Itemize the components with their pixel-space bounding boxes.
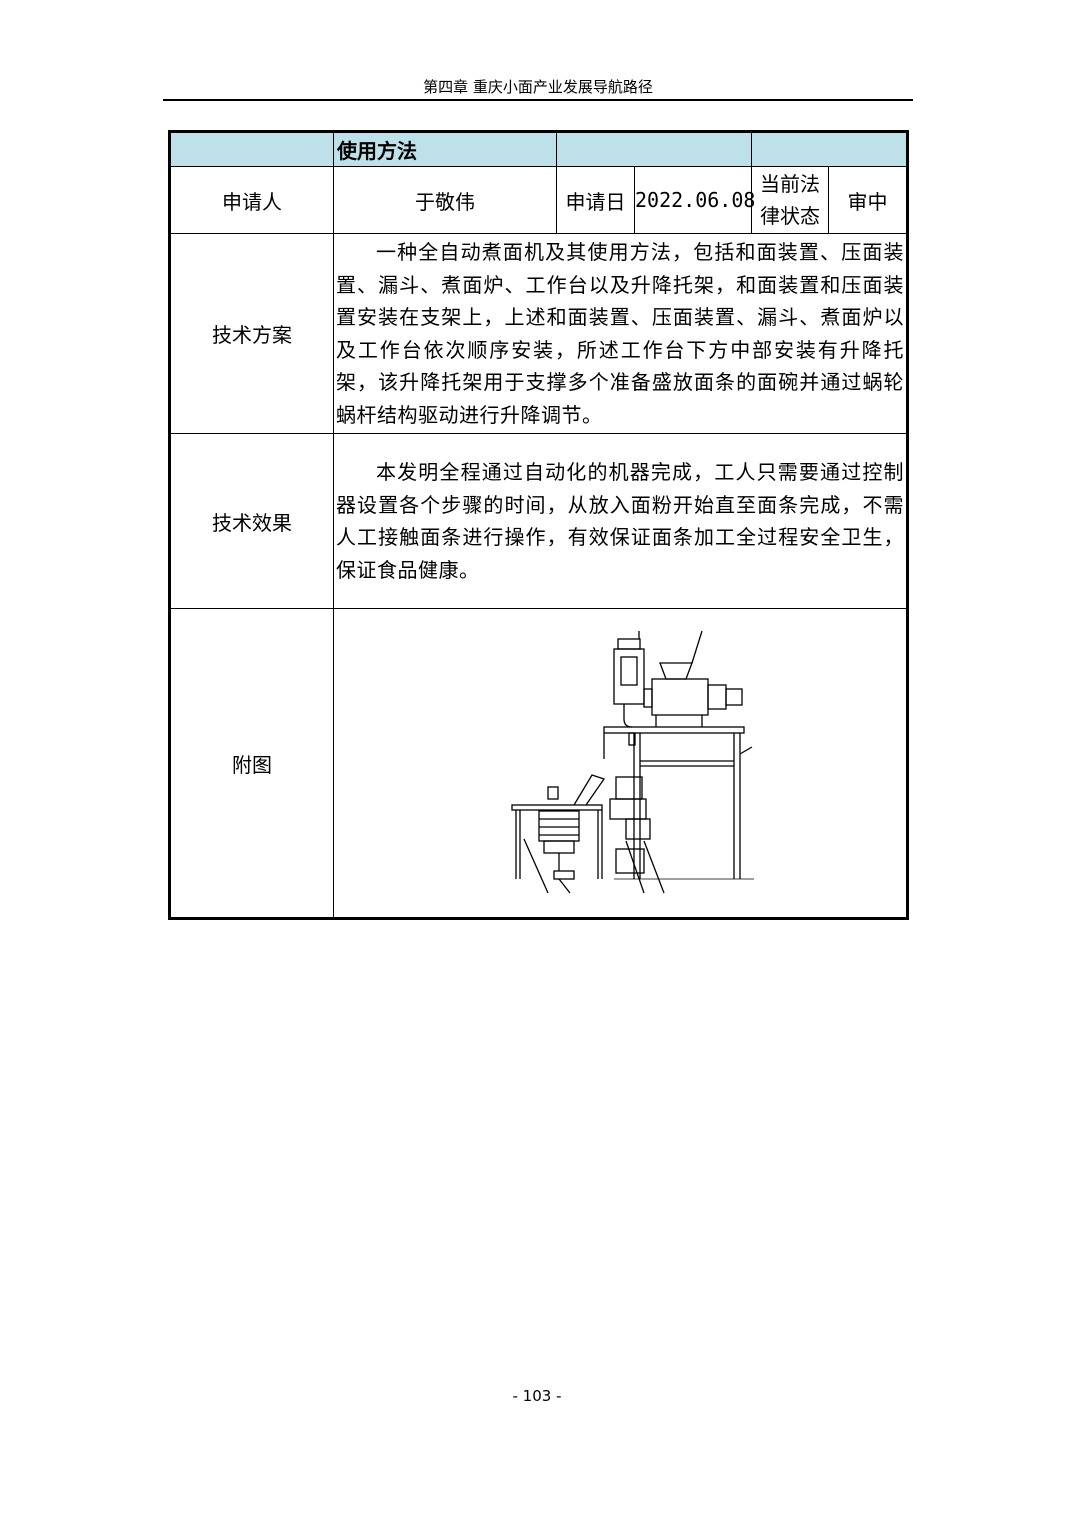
figure-row: 附图 (169, 608, 908, 919)
lift-bracket (543, 840, 575, 854)
title-blank-cell (751, 131, 908, 167)
leader-line (691, 630, 703, 664)
worm-gear (553, 870, 575, 880)
table-title: 使用方法 (333, 131, 557, 167)
worktable-top (511, 804, 603, 811)
header-rule (163, 99, 913, 101)
tech-effect-text: 本发明全程通过自动化的机器完成，工人只需要通过控制器设置各个步骤的时间，从放入面… (333, 433, 908, 609)
figure-cell (333, 608, 908, 919)
bowl-stack (538, 810, 580, 842)
tech-scheme-label: 技术方案 (169, 233, 334, 434)
extruder-coupling (707, 684, 727, 710)
boiler-base (625, 818, 651, 840)
leader-line (739, 746, 753, 755)
machine-drawing (511, 630, 754, 894)
tech-scheme-text: 一种全自动煮面机及其使用方法，包括和面装置、压面装置、漏斗、煮面炉、工作台以及升… (333, 233, 908, 434)
tech-effect-label: 技术效果 (169, 433, 334, 609)
figure-label: 附图 (169, 608, 334, 919)
leader-line (643, 840, 665, 894)
dough-mixer-cap (617, 638, 641, 650)
title-blank-cell (169, 131, 334, 167)
patent-info-table: 使用方法 申请人 于敬伟 申请日 2022.06.08 当前法 律状态 审中 技… (168, 130, 909, 920)
page-number: - 103 - (512, 1387, 562, 1405)
upper-table-top (603, 726, 745, 734)
table-title-row: 使用方法 (169, 131, 908, 167)
legal-status-label-line1: 当前法 (760, 172, 820, 196)
extruder-nozzle (643, 688, 653, 708)
controller-box (547, 786, 559, 800)
dough-mixer-window (620, 656, 638, 686)
applicant-label: 申请人 (169, 166, 334, 234)
funnel-box (615, 776, 643, 800)
tech-effect-row: 技术效果 本发明全程通过自动化的机器完成，工人只需要通过控制器设置各个步骤的时间… (169, 433, 908, 609)
apply-date-label: 申请日 (556, 166, 635, 234)
leader-line (523, 838, 549, 894)
page-header: 第四章 重庆小面产业发展导航路径 (423, 78, 653, 96)
applicant-value: 于敬伟 (333, 166, 557, 234)
conveyor-chute (573, 774, 606, 806)
extruder-barrel (651, 678, 709, 716)
mixer-valve (628, 732, 636, 746)
apply-date-value: 2022.06.08 (634, 166, 755, 234)
legal-status-value: 审中 (828, 166, 908, 234)
tech-scheme-row: 技术方案 一种全自动煮面机及其使用方法，包括和面装置、压面装置、漏斗、煮面炉、工… (169, 233, 908, 434)
mixer-outlet-pipe (623, 704, 633, 728)
legal-status-label: 当前法 律状态 (751, 166, 829, 234)
leader-line (625, 840, 645, 894)
extruder-motor (725, 688, 743, 706)
leader-line (558, 878, 571, 894)
applicant-row: 申请人 于敬伟 申请日 2022.06.08 当前法 律状态 审中 (169, 166, 908, 234)
title-blank-cell (556, 131, 752, 167)
extruder-hopper (659, 662, 693, 680)
legal-status-label-line2: 律状态 (760, 204, 820, 228)
boiler-pedestal (615, 848, 645, 874)
